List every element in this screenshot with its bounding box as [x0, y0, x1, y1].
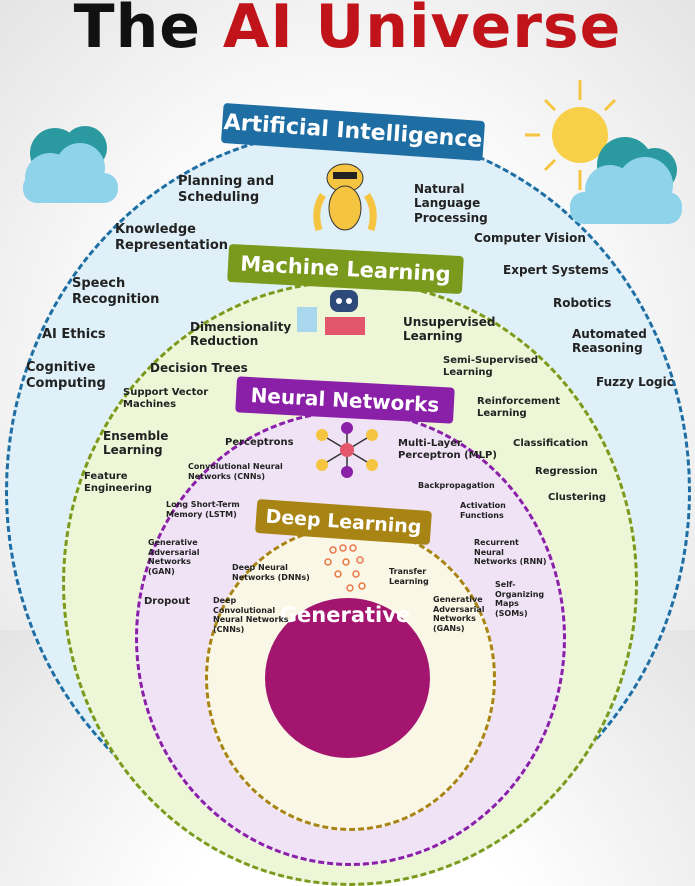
ml-item: Unsupervised Learning: [403, 315, 496, 344]
gen-banner: Generative: [279, 603, 411, 627]
page-title: The AI Universe: [73, 0, 622, 62]
nn-item: Perceptrons: [225, 437, 294, 448]
ml-item: Ensemble Learning: [103, 429, 169, 458]
nn-item: Generative Adversarial Networks (GAN): [148, 538, 200, 576]
nn-item: Activation Functions: [460, 501, 506, 520]
nn-item: Multi-Layer Perceptron (MLP): [398, 438, 497, 461]
ai-item: Robotics: [553, 296, 612, 310]
dl-item: Generative Adversarial Networks (GANs): [433, 595, 485, 633]
ai-item: Knowledge Representation: [115, 222, 229, 253]
nn-item: Self-Organizing Maps (SOMs): [495, 580, 545, 618]
dl-item: Deep Convolutional Neural Networks (CNNs…: [213, 596, 289, 634]
ai-item: Computer Vision: [474, 231, 586, 245]
ai-item: Fuzzy Logic: [596, 375, 674, 389]
dl-item: Transfer Learning: [389, 567, 429, 586]
ml-item: Dimensionality Reduction: [190, 320, 292, 349]
ml-item: Feature Engineering: [84, 471, 152, 494]
ml-robot-icon: [297, 290, 365, 335]
cloud-icon: [570, 137, 682, 224]
brain-circuit-icon: [324, 544, 366, 592]
ai-item: Expert Systems: [503, 263, 609, 277]
ai-item: AI Ethics: [42, 327, 106, 342]
ml-item: Semi-Supervised Learning: [443, 355, 539, 378]
nn-item: Recurrent Neural Networks (RNN): [474, 538, 547, 567]
nn-item: Long Short-Term Memory (LSTM): [166, 500, 240, 519]
ai-item: Speech Recognition: [72, 276, 160, 307]
ai-item: Planning and Scheduling: [178, 174, 275, 205]
ml-item: Reinforcement Learning: [477, 396, 560, 419]
ml-item: Regression: [535, 466, 598, 477]
ai-item: Automated Reasoning: [572, 327, 647, 356]
ml-item: Support Vector Machines: [123, 387, 209, 410]
nn-item: Convolutional Neural Networks (CNNs): [188, 462, 283, 481]
sun-icon: [525, 80, 617, 190]
dl-item: Deep Neural Networks (DNNs): [232, 563, 310, 582]
ml-item: Decision Trees: [150, 361, 248, 375]
nn-item: Backpropagation: [418, 481, 495, 490]
neural-network-icon: [316, 422, 378, 478]
cloud-icon: [23, 126, 118, 203]
nn-item: Dropout: [144, 596, 191, 607]
ml-item: Clustering: [548, 492, 607, 503]
ml-item: Classification: [513, 438, 589, 449]
robot-icon: [313, 163, 377, 232]
ai-item: Cognitive Computing: [26, 360, 106, 391]
ai-item: Natural Language Processing: [414, 182, 488, 225]
